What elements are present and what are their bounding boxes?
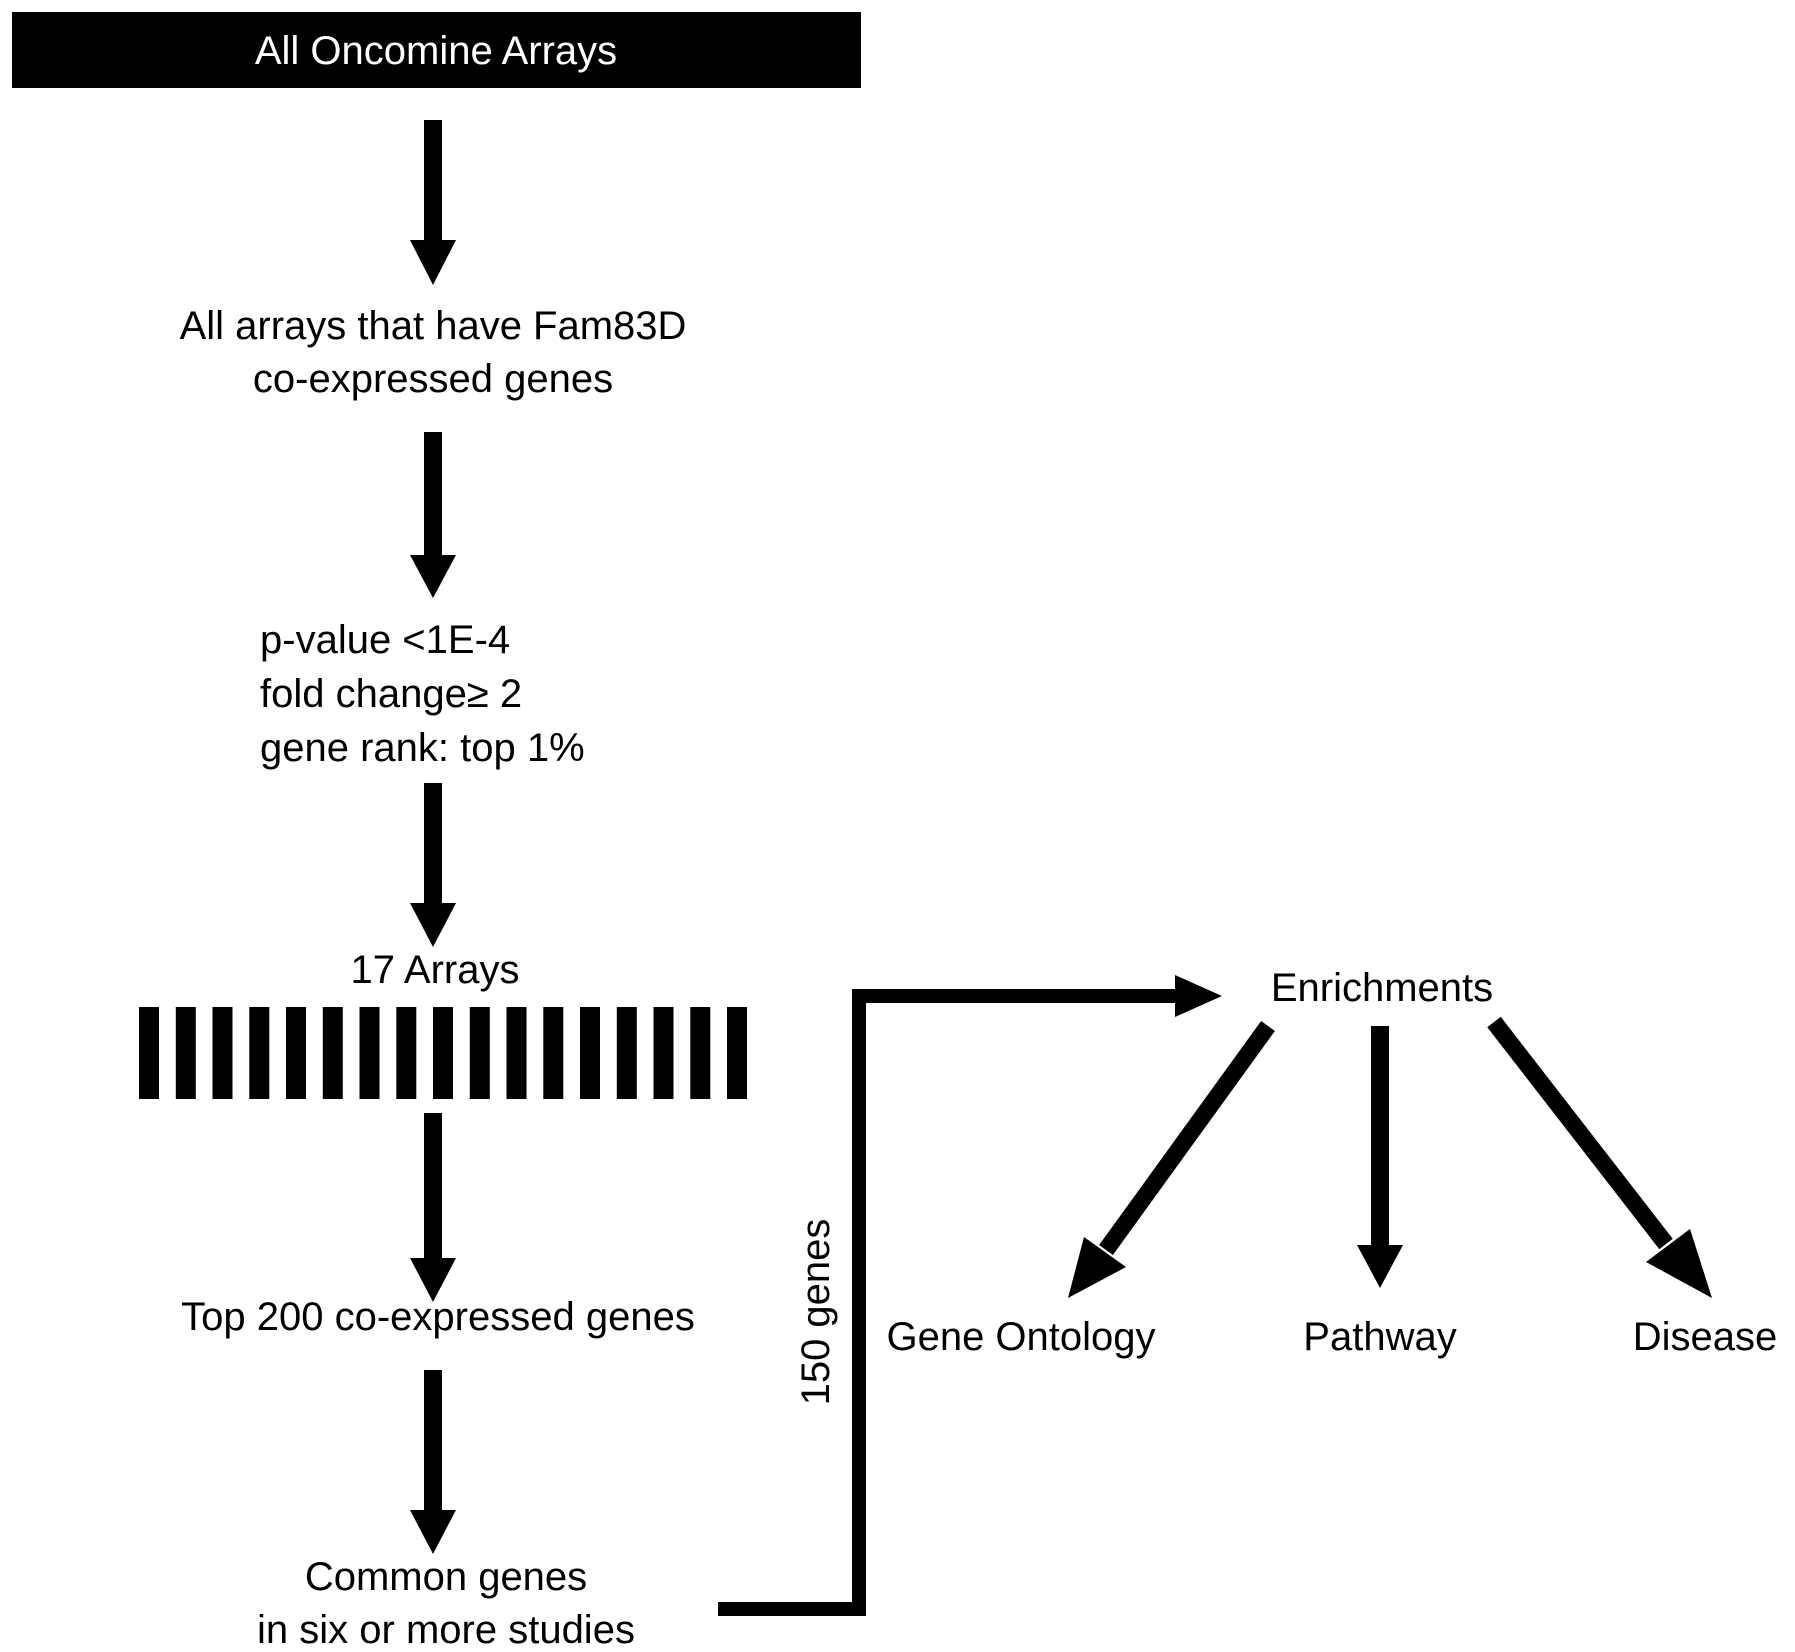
step-common-genes-line-1: Common genes bbox=[305, 1555, 587, 1599]
array-bar bbox=[727, 1007, 747, 1099]
array-bar bbox=[175, 1007, 196, 1099]
step-common-genes: Common genes in six or more studies bbox=[257, 1555, 635, 1652]
header-box: All Oncomine Arrays bbox=[12, 12, 861, 88]
step-top-genes: Top 200 co-expressed genes bbox=[181, 1295, 695, 1339]
step-common-genes-line-2: in six or more studies bbox=[257, 1608, 635, 1652]
criteria-gene-rank: gene rank: top 1% bbox=[260, 726, 585, 770]
category-gene-ontology: Gene Ontology bbox=[886, 1315, 1155, 1359]
arrow-1-shaft bbox=[424, 120, 442, 245]
arrow-3 bbox=[410, 783, 456, 947]
arrow-pathway-head bbox=[1357, 1245, 1403, 1288]
arrow-pathway bbox=[1357, 1026, 1403, 1288]
array-bar bbox=[433, 1007, 453, 1099]
criteria-fold-change: fold change≥ 2 bbox=[260, 672, 522, 716]
arrow-4-shaft bbox=[424, 1113, 442, 1263]
step-criteria: p-value <1E-4 fold change≥ 2 gene rank: … bbox=[260, 618, 585, 770]
array-bar bbox=[139, 1007, 159, 1099]
arrow-pathway-shaft bbox=[1371, 1026, 1389, 1251]
step-array-count: 17 Arrays bbox=[351, 948, 520, 992]
arrow-disease-shaft bbox=[1487, 1016, 1673, 1250]
arrow-disease bbox=[1487, 1016, 1712, 1298]
step-arrays-with-gene-line-1: All arrays that have Fam83D bbox=[180, 304, 687, 348]
step-arrays-with-gene: All arrays that have Fam83D co-expressed… bbox=[180, 304, 687, 401]
array-bar bbox=[396, 1007, 417, 1099]
arrow-gene-ontology bbox=[1068, 1021, 1275, 1298]
arrow-1-head bbox=[410, 240, 456, 285]
arrow-disease-head bbox=[1646, 1229, 1712, 1298]
array-bar bbox=[690, 1007, 711, 1099]
array-bars bbox=[139, 1007, 747, 1099]
connector-line bbox=[718, 989, 1180, 1616]
arrow-3-shaft bbox=[424, 783, 442, 908]
arrow-1 bbox=[410, 120, 456, 285]
connector-to-enrichments: 150 genes bbox=[718, 975, 1222, 1616]
arrow-3-head bbox=[410, 903, 456, 947]
connector-arrow-head bbox=[1175, 975, 1222, 1017]
header-title: All Oncomine Arrays bbox=[255, 29, 617, 73]
header-box-background bbox=[12, 12, 861, 88]
arrow-5-shaft bbox=[424, 1370, 442, 1515]
array-bar bbox=[653, 1007, 674, 1099]
array-bar bbox=[543, 1007, 564, 1099]
enrichments-title: Enrichments bbox=[1271, 966, 1493, 1010]
array-bar bbox=[249, 1007, 270, 1099]
connector-gene-count-label: 150 genes bbox=[794, 1219, 838, 1406]
arrow-gene-ontology-head bbox=[1068, 1237, 1126, 1298]
arrow-5-head bbox=[410, 1510, 456, 1554]
array-bar bbox=[580, 1007, 600, 1099]
array-bar bbox=[616, 1007, 637, 1099]
arrow-gene-ontology-shaft bbox=[1099, 1021, 1275, 1255]
arrow-2 bbox=[410, 432, 456, 598]
criteria-p-value: p-value <1E-4 bbox=[260, 618, 510, 662]
category-disease: Disease bbox=[1633, 1315, 1778, 1359]
array-bar bbox=[469, 1007, 490, 1099]
array-bar bbox=[212, 1007, 233, 1099]
arrow-2-head bbox=[410, 555, 456, 598]
arrow-2-shaft bbox=[424, 432, 442, 560]
arrow-4 bbox=[410, 1113, 456, 1302]
array-bar bbox=[286, 1007, 306, 1099]
step-arrays-with-gene-line-2: co-expressed genes bbox=[253, 357, 613, 401]
arrow-5 bbox=[410, 1370, 456, 1554]
category-pathway: Pathway bbox=[1303, 1315, 1456, 1359]
array-bar bbox=[506, 1007, 527, 1099]
arrow-4-head bbox=[410, 1258, 456, 1302]
array-bar bbox=[359, 1007, 380, 1099]
array-bar bbox=[322, 1007, 343, 1099]
